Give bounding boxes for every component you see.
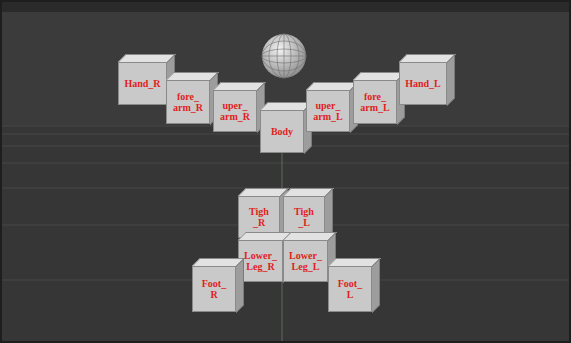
bone-label: Lower_ Leg_R — [244, 250, 277, 273]
bone-label: Lower_ Leg_L — [289, 250, 322, 273]
cube-box: Foot_ R — [192, 266, 236, 312]
cube-box: fore_ arm_L — [353, 80, 397, 124]
head-sphere — [262, 34, 306, 78]
sphere-wireframe — [262, 34, 306, 78]
bone-label: Foot_ L — [334, 278, 366, 301]
bone-label: fore_ arm_R — [172, 91, 204, 114]
bone-label: Foot_ R — [198, 278, 230, 301]
cube-side-face — [372, 258, 380, 313]
bone-label: uper_ arm_L — [312, 100, 344, 123]
cube-box: fore_ arm_R — [166, 80, 210, 124]
cube-side-face — [236, 258, 244, 313]
cube-box: Lower_ Leg_L — [283, 240, 328, 282]
bone-label: uper_ arm_R — [219, 100, 251, 123]
bone-label: Tigh _R — [244, 206, 274, 229]
cube-box: Hand_L — [399, 62, 447, 105]
bone-label: Hand_R — [124, 78, 160, 90]
bone-label: Tigh _L — [289, 206, 319, 229]
cube-box: Body — [260, 110, 304, 153]
cube-box: Hand_R — [118, 62, 167, 105]
bone-label: Body — [271, 126, 293, 138]
cube-side-face — [447, 54, 455, 106]
cube-box: Lower_ Leg_R — [238, 240, 283, 282]
bone-label: Hand_L — [405, 78, 441, 90]
bone-label: fore_ arm_L — [359, 91, 391, 114]
cube-box: uper_ arm_L — [306, 90, 350, 132]
cube-box: uper_ arm_R — [213, 90, 257, 132]
floor — [0, 126, 571, 343]
cube-box: Foot_ L — [328, 266, 372, 312]
